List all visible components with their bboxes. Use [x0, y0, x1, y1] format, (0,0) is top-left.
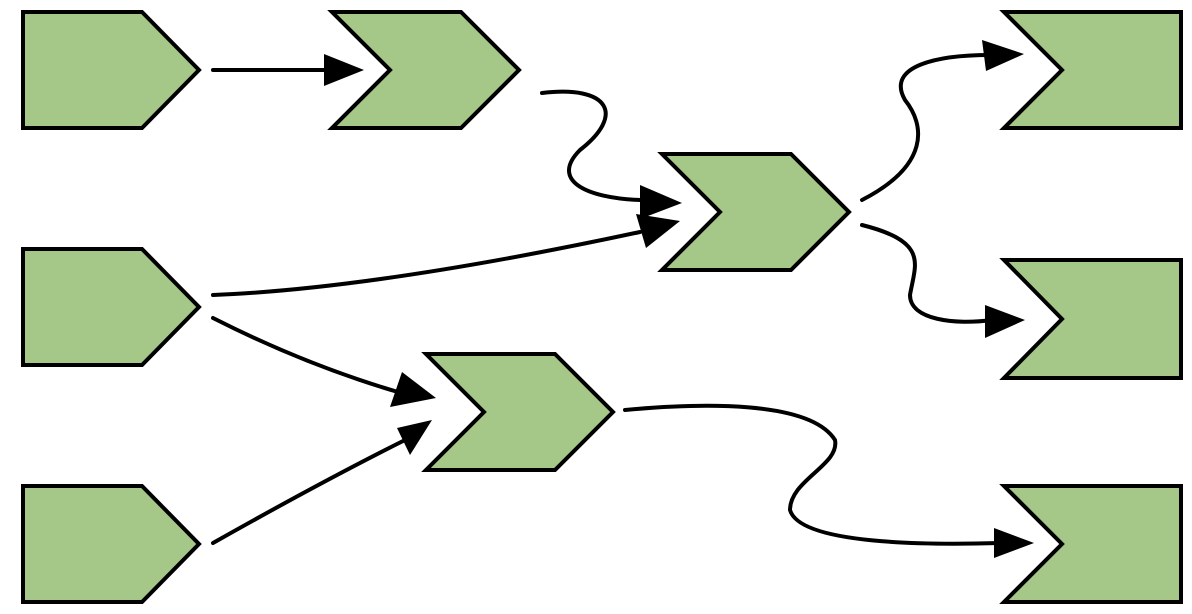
node-source-1: [21, 10, 202, 130]
edge-step-c-to-target-3: [623, 403, 1002, 546]
arrowhead-step-b-upper: [640, 185, 682, 219]
arrowhead-step-b-lower: [636, 214, 680, 248]
arrowhead-target-2: [985, 305, 1025, 338]
node-target-2: [999, 258, 1183, 380]
edge-step-b-to-target-1: [860, 53, 992, 202]
node-step-a: [327, 10, 522, 130]
edge-step-a-to-step-b: [540, 89, 642, 202]
edge-arrowheads: [324, 40, 1034, 558]
node-step-c: [421, 352, 616, 472]
arrowhead-target-3: [994, 528, 1034, 558]
arrowhead-step-c-upper: [390, 372, 436, 407]
node-target-1: [999, 10, 1183, 130]
edge-source-2-to-step-c: [211, 316, 400, 394]
edge-source-2-to-step-b: [211, 230, 642, 297]
node-source-3: [21, 484, 202, 604]
arrowhead-target-1: [982, 40, 1024, 71]
arrowhead-step-c-lower: [397, 420, 432, 455]
arrowhead-step-a: [324, 54, 364, 86]
node-target-3: [999, 484, 1183, 604]
node-source-2: [21, 247, 202, 367]
edges-layer: [211, 53, 1002, 546]
edge-source-3-to-step-c: [211, 438, 407, 545]
node-step-b: [657, 152, 852, 272]
nodes-layer: [21, 10, 1183, 604]
edge-step-b-to-target-2: [860, 223, 994, 324]
